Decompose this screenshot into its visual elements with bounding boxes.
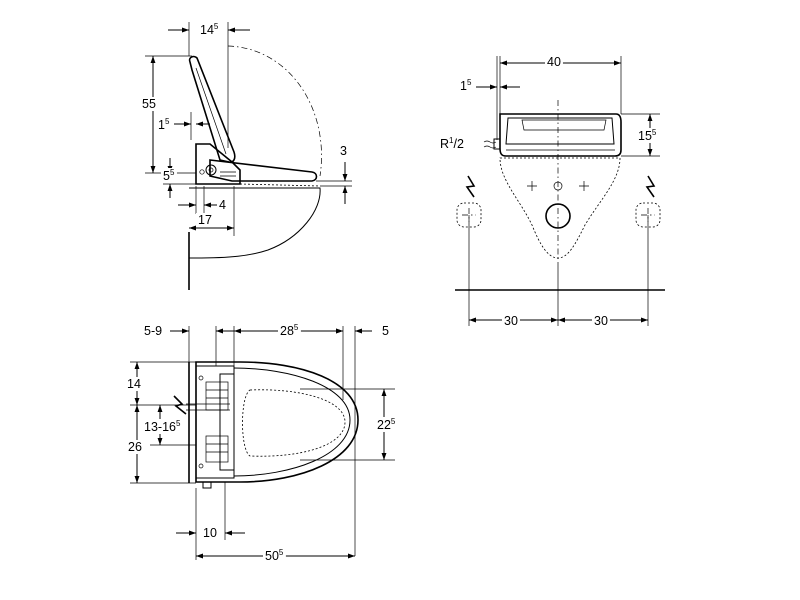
dim-front-width: 40 (547, 55, 561, 69)
label-background (201, 526, 219, 540)
dim-depth: 17 (198, 213, 212, 227)
hinge-knob (205, 164, 217, 176)
dim-top-depth: 26 (128, 440, 142, 454)
front-connection (493, 138, 501, 150)
side-bowl-outline (189, 187, 321, 259)
side-view: 145 55 15 55 3 4 17 (140, 22, 352, 290)
dim-seat-width: 225 (377, 417, 396, 432)
dim-seat-length: 285 (280, 323, 299, 338)
top-seat-outline (195, 361, 359, 483)
top-view: 5-9 285 5 14 13-165 26 225 10 (125, 323, 398, 563)
label-background (278, 323, 301, 338)
label-background (545, 55, 563, 69)
dim-offset-range: 5-9 (144, 324, 162, 338)
lid-swing-arc (227, 45, 322, 177)
label-background (375, 417, 398, 432)
seat-profile (209, 159, 318, 182)
label-background (380, 324, 391, 338)
label-background (161, 168, 177, 183)
top-seat-opening (242, 389, 346, 457)
label-background (592, 314, 610, 328)
dim-depth-small: 4 (219, 198, 226, 212)
label-background (126, 440, 144, 454)
label-background (458, 78, 474, 93)
dim-right-spacing: 30 (594, 314, 608, 328)
front-unit (499, 113, 622, 157)
dim-gap-offset: 15 (158, 117, 170, 132)
dim-wall-gap: 15 (460, 78, 472, 93)
socket-left (456, 202, 482, 228)
dim-left-spacing: 30 (504, 314, 518, 328)
label-background (196, 213, 214, 227)
front-drain (545, 203, 571, 229)
label-background (140, 97, 158, 111)
socket-right (635, 202, 661, 228)
dim-supply-range: 13-165 (144, 419, 181, 434)
dim-thickness: 3 (340, 144, 347, 158)
front-view: 40 15 R1/2 155 30 30 (438, 55, 665, 328)
label-background (438, 136, 466, 151)
dim-top-width: 145 (200, 22, 219, 37)
label-background (125, 377, 143, 391)
dim-hinge-depth: 10 (203, 526, 217, 540)
label-background (156, 117, 172, 132)
label-background (198, 22, 221, 37)
label-background (217, 198, 228, 212)
dim-front-gap: 5 (382, 324, 389, 338)
dim-top-offset: 14 (127, 377, 141, 391)
front-bowl-outline (499, 157, 621, 259)
dim-height: 55 (142, 97, 156, 111)
label-background (502, 314, 520, 328)
dim-front-height: 155 (638, 128, 657, 143)
label-connection-thread: R1/2 (440, 136, 464, 151)
power-left-icon (465, 175, 476, 198)
label-background (636, 128, 659, 143)
dim-total-length: 505 (265, 548, 284, 563)
label-background (338, 144, 349, 158)
label-background (263, 548, 286, 563)
label-background (142, 324, 165, 338)
label-background (142, 419, 183, 434)
power-right-icon (645, 175, 656, 198)
dim-base-offset: 55 (163, 168, 175, 183)
